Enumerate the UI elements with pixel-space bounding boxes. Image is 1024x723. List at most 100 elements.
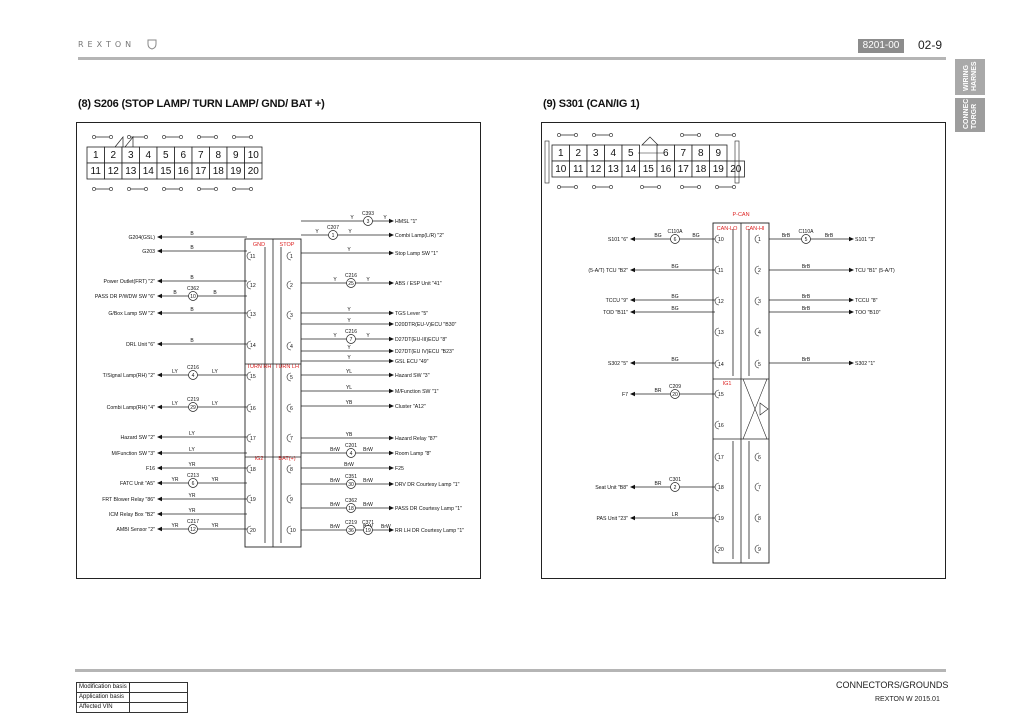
wire-color-label: B <box>173 290 177 296</box>
left-signal-label: FATC Unit "A5" <box>120 481 155 487</box>
bridge-dot <box>657 185 661 189</box>
wire-color-label: BrW <box>330 478 340 484</box>
pin-number: 14 <box>718 362 724 368</box>
pin-bracket <box>754 265 760 275</box>
wire-color-label: Y <box>350 215 354 221</box>
left-signal-label: S101 "6" <box>608 237 628 243</box>
connector-pin-circle <box>346 503 356 513</box>
connector-pin-circle <box>346 479 356 489</box>
doc-code-badge: 8201-00 <box>858 39 904 53</box>
bridge-dot <box>109 187 113 191</box>
pin-number: 4 <box>758 330 761 336</box>
arrow-left-icon <box>157 496 162 502</box>
wire-color-label: Y <box>333 277 337 283</box>
connector-pin-number: 4 <box>350 451 353 457</box>
wire-color-label: LY <box>189 447 195 453</box>
wire-color-label: BG <box>671 294 678 300</box>
arrow-left-icon <box>157 526 162 532</box>
table-cell-value[interactable] <box>128 702 188 713</box>
bridge-dot <box>680 185 684 189</box>
arrow-right-icon <box>389 505 394 511</box>
pin-bracket <box>714 544 720 554</box>
bridge-dot <box>732 133 736 137</box>
connector-key-icon <box>641 136 659 146</box>
right-signal-label: Stop Lamp SW "1" <box>395 251 438 257</box>
right-signal-label: GSL ECU "49" <box>395 359 429 365</box>
wire-color-label: BG <box>654 233 661 239</box>
wire-color-label: Y <box>348 229 352 235</box>
connector-name: C201 <box>345 443 357 449</box>
right-signal-label: D27DT(EU-III)ECU "8" <box>395 337 447 343</box>
connector-pin-circle <box>346 448 356 458</box>
arrow-right-icon <box>849 236 854 242</box>
table-cell-value[interactable] <box>128 692 188 703</box>
pin-bracket <box>286 494 292 504</box>
pin-bracket <box>246 251 252 261</box>
bridge-dot <box>144 135 148 139</box>
table-cell-value[interactable] <box>128 682 188 693</box>
pin-bracket <box>246 340 252 350</box>
arrow-right-icon <box>389 481 394 487</box>
bridge-dot <box>197 187 201 191</box>
pin-number: 18 <box>250 467 256 473</box>
connector-name: C216 <box>345 329 357 335</box>
connector-cell-label: 18 <box>695 164 707 175</box>
wire-color-label: BrB <box>782 233 791 239</box>
pin-number: 2 <box>758 268 761 274</box>
pin-number: 12 <box>250 283 256 289</box>
arrow-right-icon <box>389 527 394 533</box>
arrow-left-icon <box>157 278 162 284</box>
arrow-left-icon <box>157 480 162 486</box>
arrow-left-icon <box>157 511 162 517</box>
pin-bracket <box>754 234 760 244</box>
pin-number: 7 <box>758 485 761 491</box>
pin-bracket <box>246 280 252 290</box>
connector-cell-label: 1 <box>93 150 99 161</box>
bridge-dot <box>640 185 644 189</box>
bridge-dot <box>214 187 218 191</box>
table-cell-label: Modification basis <box>76 682 130 693</box>
arrow-right-icon <box>389 403 394 409</box>
splice-arrow-icon <box>759 402 769 416</box>
left-signal-label: (5-A/T) TCU "B2" <box>588 268 628 274</box>
wire-color-label: Y <box>347 318 351 324</box>
pin-bracket <box>246 464 252 474</box>
right-signal-label: Hazard Relay "87" <box>395 436 437 442</box>
pin-bracket <box>246 433 252 443</box>
connector-name: C219 <box>345 520 357 526</box>
section-title-s301: (9) S301 (CAN/IG 1) <box>543 98 640 110</box>
bridge-dot <box>574 185 578 189</box>
arrow-left-icon <box>630 515 635 521</box>
connector-cell <box>244 162 263 180</box>
tab-wiring-harness[interactable]: WIRING HARNES <box>955 59 985 95</box>
pin-bracket <box>286 525 292 535</box>
arrow-right-icon <box>389 435 394 441</box>
connector-pin-circle <box>363 216 373 226</box>
connector-cell-label: 4 <box>145 150 151 161</box>
pin-bracket <box>754 482 760 492</box>
bridge-dot <box>179 187 183 191</box>
pin-bracket <box>246 371 252 381</box>
connector-pin-number: 3 <box>367 219 370 225</box>
connector-name: C213 <box>187 473 199 479</box>
right-signal-label: PASS DR Courtesy Lamp "1" <box>395 506 462 512</box>
connector-cell-label: 3 <box>128 150 134 161</box>
page-number: 02-9 <box>918 38 943 52</box>
connector-name: C362 <box>187 286 199 292</box>
wire-color-label: Y <box>347 307 351 313</box>
wire-color-label: BrB <box>802 357 811 363</box>
connector-cell-label: 14 <box>143 166 155 177</box>
tab-connectors-grounds[interactable]: CONNEC TORGR <box>955 98 985 132</box>
pin-bracket <box>714 359 720 369</box>
connector-cell-label: 11 <box>573 164 584 175</box>
pin-bracket <box>754 296 760 306</box>
section-title-s206: (8) S206 (STOP LAMP/ TURN LAMP/ GND/ BAT… <box>78 98 325 110</box>
connector-cell-label: 13 <box>125 166 137 177</box>
bridge-dot <box>179 135 183 139</box>
wire-color-label: LY <box>212 369 218 375</box>
pin-bracket <box>286 403 292 413</box>
pin-bracket <box>286 464 292 474</box>
splice-group-header: TURN LH <box>275 364 299 370</box>
connector-name: C393 <box>362 211 374 217</box>
